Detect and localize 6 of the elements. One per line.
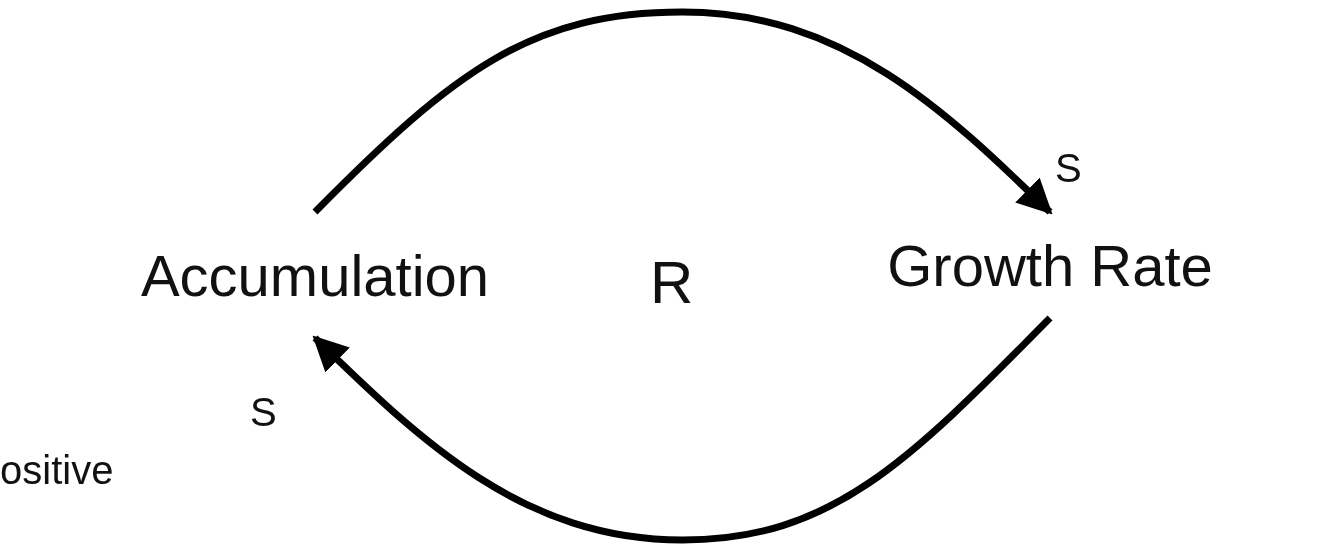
node-label: Accumulation [140, 241, 490, 309]
curved-arrow [312, 315, 1053, 544]
curved-arrow [312, 8, 1053, 215]
text-label: R [650, 248, 694, 317]
node-label: Growth Rate [887, 231, 1213, 299]
text-label: ositive [0, 448, 114, 493]
